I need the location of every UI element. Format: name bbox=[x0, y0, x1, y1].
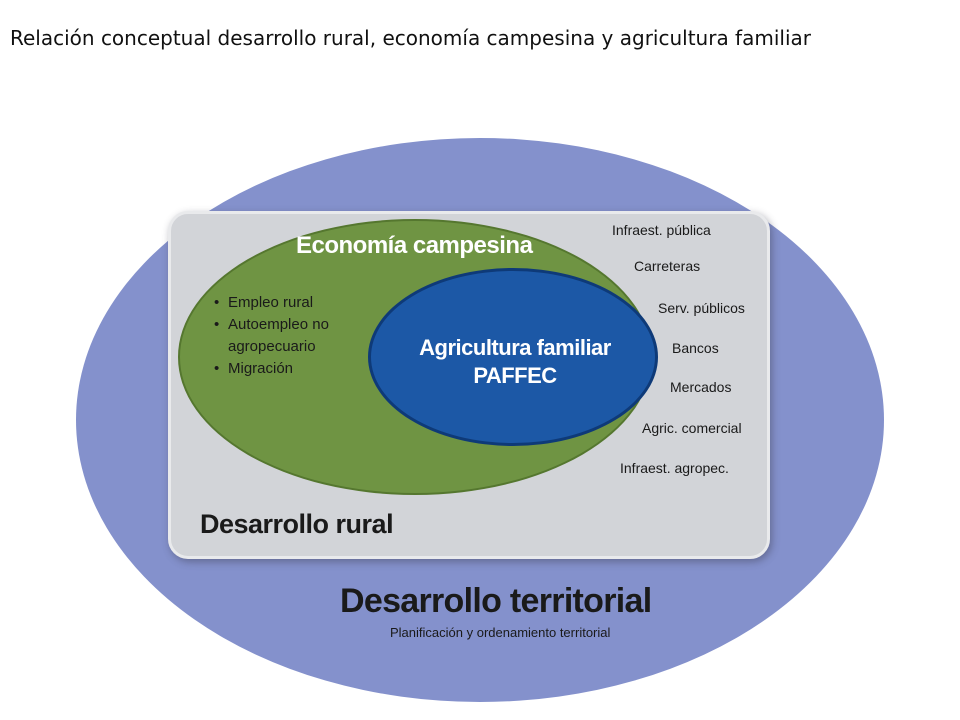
campesina-item-list: Empleo rural Autoempleo no agropecuario … bbox=[214, 292, 329, 380]
agricultura-familiar-line2: PAFFEC bbox=[473, 363, 557, 388]
economia-campesina-label: Economía campesina bbox=[296, 232, 533, 259]
desarrollo-territorial-label: Desarrollo territorial bbox=[340, 582, 652, 620]
rural-item: Agric. comercial bbox=[642, 420, 742, 436]
agricultura-familiar-ellipse bbox=[368, 268, 658, 446]
desarrollo-rural-label: Desarrollo rural bbox=[200, 509, 394, 539]
desarrollo-territorial-sublabel: Planificación y ordenamiento territorial bbox=[390, 625, 611, 640]
rural-item: Bancos bbox=[672, 340, 719, 356]
agricultura-familiar-label: Agricultura familiar PAFFEC bbox=[370, 334, 660, 390]
campesina-item-autoempleo-cont: agropecuario bbox=[228, 338, 316, 355]
rural-item: Infraest. pública bbox=[612, 222, 711, 238]
campesina-item-autoempleo: Autoempleo no bbox=[214, 314, 329, 336]
rural-item: Carreteras bbox=[634, 258, 701, 274]
campesina-item-migracion: Migración bbox=[214, 358, 329, 380]
slide-title: Relación conceptual desarrollo rural, ec… bbox=[10, 26, 811, 50]
rural-item: Serv. públicos bbox=[658, 300, 745, 316]
rural-item: Mercados bbox=[670, 379, 732, 395]
rural-item: Infraest. agropec. bbox=[620, 460, 729, 476]
campesina-item-empleo: Empleo rural bbox=[214, 292, 329, 314]
agricultura-familiar-line1: Agricultura familiar bbox=[419, 335, 611, 360]
